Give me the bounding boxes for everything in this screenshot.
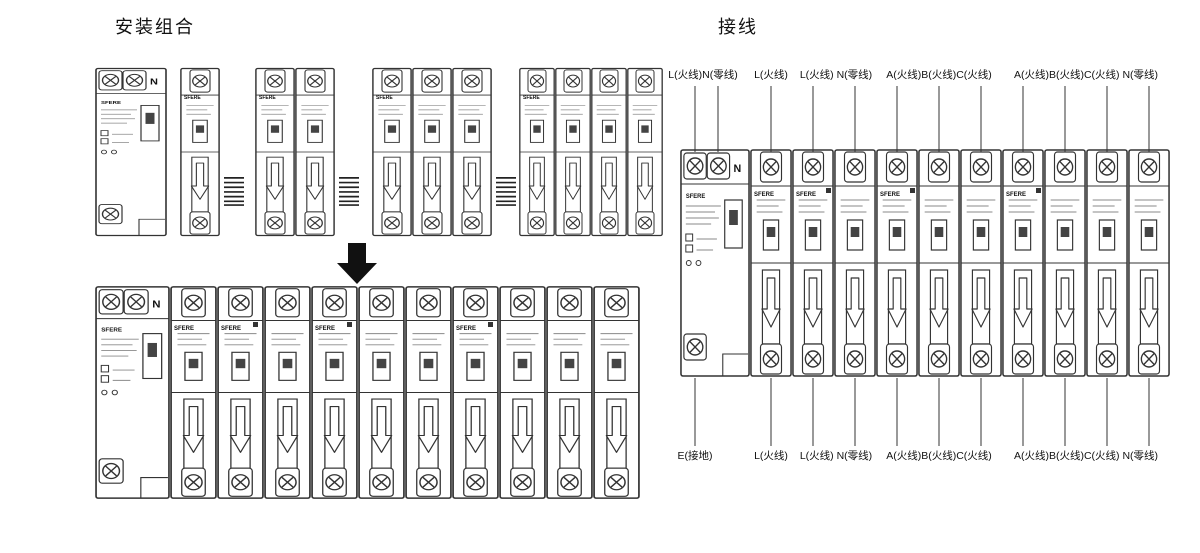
breaker-pole — [919, 150, 959, 376]
install-top-row: SFERE SFERE SFERE SFERE — [96, 68, 662, 235]
breaker-pole — [877, 150, 917, 376]
breaker-pole — [961, 150, 1001, 376]
breaker-pole — [594, 287, 639, 498]
wire-label-bottom-2: L(火线) — [754, 449, 788, 462]
breaker-pole — [359, 287, 404, 498]
brand-label: SFERE — [184, 95, 201, 101]
group-mark — [253, 322, 258, 327]
combine-arrow-icon — [337, 243, 377, 284]
brand-label: SFERE — [754, 192, 774, 198]
breaker-pole — [218, 287, 263, 498]
breaker-pole — [1087, 150, 1127, 376]
wire-label-top-4: A(火线)B(火线)C(火线) — [886, 68, 992, 81]
wire-label-bottom-4: A(火线)B(火线)C(火线) — [886, 449, 992, 462]
breaker-pole — [265, 287, 310, 498]
breaker-pole — [835, 150, 875, 376]
wiring-assembly: SFERE SFERE SFERE SFERE — [681, 150, 1169, 376]
breaker-pole — [556, 68, 590, 235]
breaker-pole — [547, 287, 592, 498]
brand-label: SFERE — [259, 95, 276, 101]
wire-label-bottom-3: L(火线) N(零线) — [800, 449, 872, 462]
brand-label: SFERE — [880, 192, 900, 198]
brand-label: SFERE — [796, 192, 816, 198]
breaker-pole — [751, 150, 791, 376]
breaker-pole — [453, 68, 491, 235]
breaker-pole — [373, 68, 411, 235]
breaker-pole — [1129, 150, 1169, 376]
group-mark — [910, 188, 915, 193]
wiring-bottom-labels: E(接地) L(火线) L(火线) N(零线) A(火线)B(火线)C(火线) … — [678, 449, 1159, 462]
wire-label-bottom-1: E(接地) — [678, 449, 713, 462]
main-breaker-unit — [681, 150, 749, 376]
din-rail-hatch — [224, 176, 244, 206]
wiring-section-title: 接线 — [718, 17, 758, 37]
breaker-pole — [500, 287, 545, 498]
breaker-pole — [406, 287, 451, 498]
group-mark — [488, 322, 493, 327]
install-assembly: SFERE SFERE SFERE SFERE — [96, 287, 639, 498]
group-mark — [1036, 188, 1041, 193]
breaker-pole — [520, 68, 554, 235]
din-rail-hatch — [496, 176, 516, 206]
brand-label: SFERE — [174, 326, 194, 332]
wiring-bottom-wires — [694, 378, 1150, 446]
brand-label: SFERE — [456, 326, 476, 332]
wire-label-bottom-5: A(火线)B(火线)C(火线) N(零线) — [1014, 449, 1158, 462]
wiring-top-labels: L(火线)N(零线) L(火线) L(火线) N(零线) A(火线)B(火线)C… — [668, 68, 1158, 81]
main-breaker-unit — [96, 287, 169, 498]
brand-label: SFERE — [523, 95, 540, 101]
brand-label: SFERE — [315, 326, 335, 332]
din-rail-hatch — [339, 176, 359, 206]
group-mark — [347, 322, 352, 327]
brand-label: SFERE — [221, 326, 241, 332]
wire-label-top-3: L(火线) N(零线) — [800, 68, 872, 81]
wire-label-top-1: L(火线)N(零线) — [668, 68, 737, 81]
brand-label: SFERE — [1006, 192, 1026, 198]
install-section-title: 安装组合 — [115, 17, 195, 37]
breaker-pole — [181, 68, 219, 235]
wiring-top-wires — [694, 86, 1150, 152]
brand-label: SFERE — [376, 95, 393, 101]
breaker-pole — [793, 150, 833, 376]
breaker-pole — [1045, 150, 1085, 376]
breaker-pole — [296, 68, 334, 235]
breaker-pole — [413, 68, 451, 235]
breaker-pole — [1003, 150, 1043, 376]
breaker-pole — [453, 287, 498, 498]
breaker-pole — [592, 68, 626, 235]
breaker-pole — [312, 287, 357, 498]
breaker-pole — [256, 68, 294, 235]
wire-label-top-5: A(火线)B(火线)C(火线) N(零线) — [1014, 68, 1158, 81]
main-breaker-unit — [96, 68, 166, 235]
group-mark — [826, 188, 831, 193]
breaker-pole — [628, 68, 662, 235]
breaker-pole — [171, 287, 216, 498]
wire-label-top-2: L(火线) — [754, 68, 788, 81]
